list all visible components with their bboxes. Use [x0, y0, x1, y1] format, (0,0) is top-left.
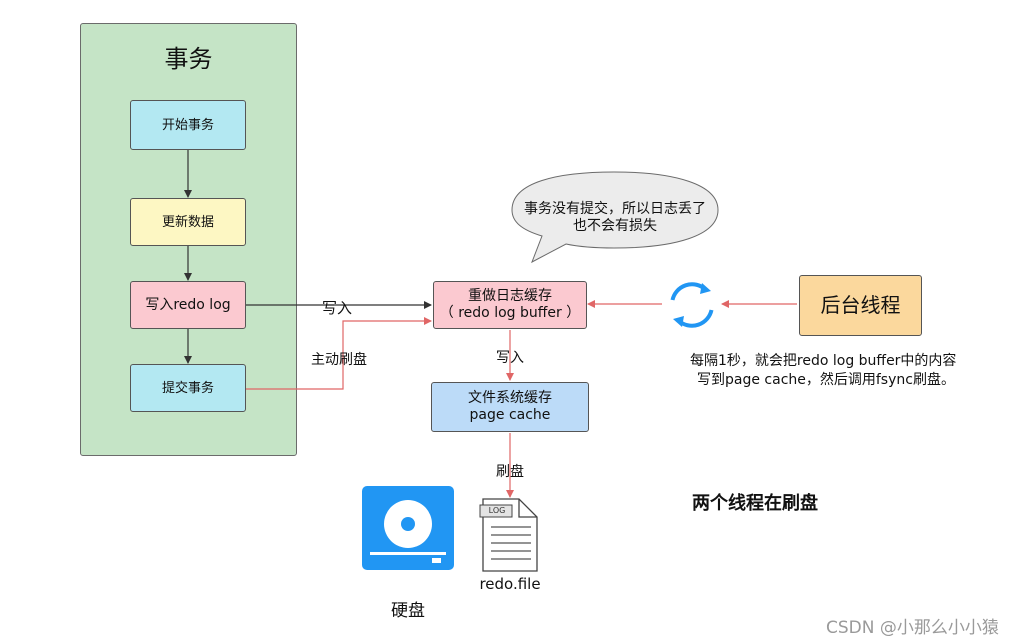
label-write-to-cache: 写入 [496, 350, 524, 366]
background-thread-box: 后台线程 [799, 275, 922, 336]
redo-log-buffer-box: 重做日志缓存 （ redo log buffer ） [433, 281, 587, 329]
disk-label: 硬盘 [391, 601, 425, 621]
note-line-2: 写到page cache，然后调用fsync刷盘。 [697, 372, 955, 388]
step-start-transaction: 开始事务 [130, 100, 246, 150]
log-file-label: redo.file [479, 575, 541, 593]
transaction-title: 事务 [164, 45, 213, 73]
note-line-1: 每隔1秒，就会把redo log buffer中的内容 [690, 353, 957, 369]
step-commit-transaction: 提交事务 [130, 364, 246, 412]
step-update-data: 更新数据 [130, 198, 246, 246]
buffer-label-line-2: （ redo log buffer ） [439, 305, 581, 321]
buffer-label-line-1: 重做日志缓存 [468, 288, 552, 304]
thread-label: 后台线程 [820, 293, 901, 317]
bubble-line-2: 也不会有损失 [573, 218, 657, 234]
bubble-line-1: 事务没有提交，所以日志丢了 [524, 201, 706, 217]
label-write-to-buffer: 写入 [322, 299, 353, 317]
hard-disk-icon [362, 486, 454, 570]
step-label: 开始事务 [161, 117, 214, 133]
log-file-icon [479, 498, 538, 572]
arrow-active-flush [246, 317, 432, 390]
cache-label-line-2: page cache [469, 407, 551, 423]
step-label: 写入redo log [145, 296, 231, 313]
step-label: 提交事务 [161, 380, 214, 396]
watermark: CSDN @小那么小小猿 [826, 618, 999, 638]
step-write-redo-log: 写入redo log [130, 281, 246, 329]
label-flush: 刷盘 [496, 464, 524, 480]
log-file-tag: LOG [488, 506, 506, 515]
speech-bubble [511, 171, 719, 264]
step-label: 更新数据 [161, 214, 214, 230]
label-active-flush: 主动刷盘 [311, 352, 367, 368]
cache-label-line-1: 文件系统缓存 [468, 390, 552, 406]
page-heading: 两个线程在刷盘 [692, 493, 818, 514]
page-cache-box: 文件系统缓存 page cache [431, 382, 589, 432]
sync-icon [670, 282, 714, 328]
